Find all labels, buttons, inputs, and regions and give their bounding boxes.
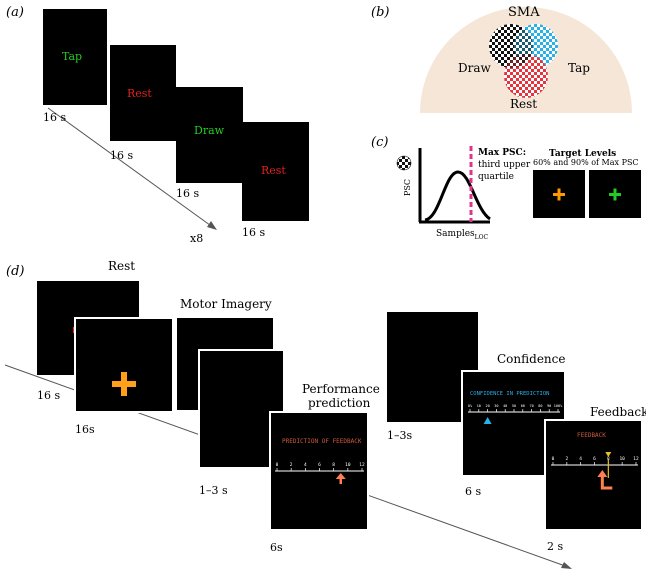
max-psc-title: Max PSC: [478,148,526,158]
panel-a-screen-rest-2-word: Rest [261,164,286,177]
prediction-screen-title: PREDICTION OF FEEDBACK [282,438,362,445]
prediction-label-2: prediction [308,396,371,410]
panel-d-arrowhead [561,562,572,569]
feedback-duration: 2 s [547,540,563,553]
confidence-screen-title: CONFIDENCE IN PREDICTION [470,391,549,397]
panel-d-letter: (d) [6,264,24,279]
panel-c-letter: (c) [371,135,388,150]
target-levels-title: Target Levels [549,149,616,159]
confidence-scale-tick-label: 60 [521,404,525,408]
prediction-scale-tick-label: 0 [276,462,279,468]
feedback-marker [597,452,613,490]
panel-a-duration-1: 16 s [43,111,66,124]
panel-a-duration-3: 16 s [176,187,199,200]
sma-tap-label: Tap [568,61,590,75]
prediction-duration: 6s [270,541,283,554]
confidence-marker[interactable] [483,417,492,424]
prediction-scale-tick-label: 10 [345,462,351,468]
prediction-scale-tick-label: 4 [304,462,307,468]
prediction-scale-tick-label: 6 [318,462,321,468]
panel-a-screen-tap-word: Tap [62,50,82,63]
panel-a-screen-tap [43,9,107,105]
prediction-arrow-head [335,473,346,479]
confidence-scale-tick-label: 20 [485,404,489,408]
draw-rest-overlap [504,54,533,68]
feedback-scale-tick-label: 2 [565,456,568,462]
max-psc-line2: quartile [478,172,514,182]
target-levels-sub: 60% and 90% of Max PSC [533,158,639,167]
prediction-arrow[interactable] [335,473,346,484]
feedback-screen [544,419,643,531]
sma-draw-label: Draw [458,61,492,75]
feedback-scale-tick-label: 6 [593,456,596,462]
feedback-target-triangle [605,452,612,457]
motor-imagery-label: Motor Imagery [180,297,272,311]
max-psc-line1: third upper [478,160,531,170]
feedback-scale-tick-label: 4 [579,456,582,462]
confidence-scale-tick-label: 10 [477,404,481,408]
confidence-scale-tick-label: 50 [512,404,516,408]
imagery-orange-cross-v [121,372,127,396]
imagery-screen-orange [74,317,174,413]
feedback-label: Feedback [590,405,646,419]
panel-a-duration-4: 16 s [242,226,265,239]
sma-rest-label: Rest [510,97,537,111]
confidence-scale-tick-label: 40 [503,404,507,408]
target-90-cross-v [613,188,617,201]
panel-a-duration-2: 16 s [110,149,133,162]
feedback-screen-title: FEEDBACK [577,432,606,439]
panel-a-screen-rest-1 [110,45,176,141]
prediction-label-1: Performance [302,382,380,396]
panel-b-letter: (b) [371,5,389,20]
panel-a-repeat: x8 [190,232,203,245]
confidence-scale-tick-label: 90 [547,404,551,408]
feedback-scale-tick-label: 0 [552,456,555,462]
panel-a-letter: (a) [6,5,24,20]
panel-a-screen-draw-word: Draw [194,124,225,137]
jitter-1-duration: 1–3 s [199,484,228,497]
sma-title: SMA [508,5,540,20]
confidence-scale-tick-label: 70 [529,404,533,408]
feedback-performance-arrowhead [597,470,608,477]
prediction-scale-tick-label: 12 [359,462,365,468]
confidence-scale-tick-label: 0% [468,404,473,408]
samples-axis-label: SamplesLOC [436,229,489,241]
feedback-scale-tick-label: 10 [619,456,625,462]
panel-a-screen-draw [176,87,243,183]
panel-a-screen-rest-2 [242,122,309,221]
psc-distribution-curve [424,170,491,222]
jitter-2-duration: 1–3s [387,429,412,442]
checker-icon [396,155,412,171]
prediction-scale-tick-label: 8 [332,462,335,468]
feedback-scale-tick-label: 12 [633,456,639,462]
prediction-scale-ticks: 0 2 4 6 8 10 12 [276,462,365,471]
panel-a-screen-rest-1-word: Rest [127,87,152,100]
imagery-duration: 16s [75,423,95,436]
target-60-cross-v [557,188,561,201]
psc-axis-label: PSC [403,179,412,196]
confidence-scale-tick-label: 80 [538,404,542,408]
feedback-performance-bracket [600,474,613,490]
confidence-scale-tick-label: 100% [554,404,563,408]
confidence-triangle [483,417,492,424]
prediction-scale-tick-label: 2 [290,462,293,468]
rest-duration: 16 s [37,389,60,402]
panel-a-timeline-arrow [47,107,215,229]
confidence-label: Confidence [497,352,565,366]
confidence-duration: 6 s [465,485,481,498]
rest-stage-label: Rest [108,259,135,273]
panel-a-arrowhead [207,221,217,230]
confidence-scale-tick-label: 30 [494,404,498,408]
